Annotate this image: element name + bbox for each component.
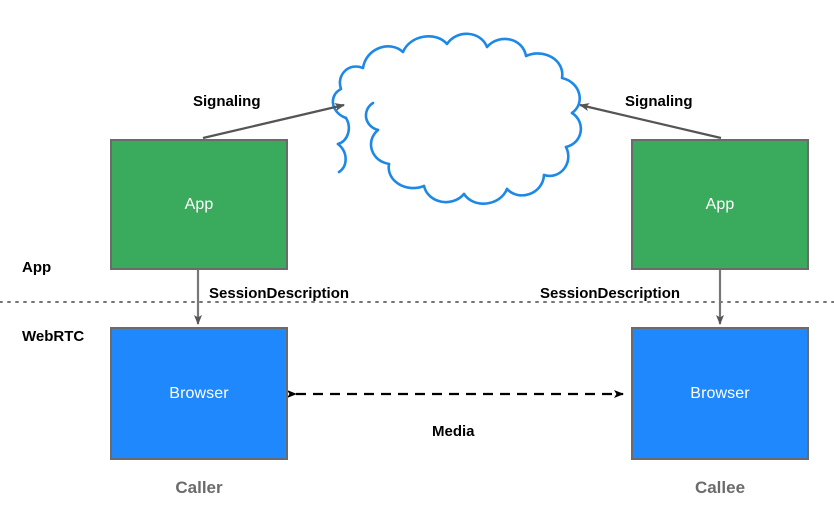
- signaling-cloud-icon: [331, 32, 583, 205]
- edge-label-sessiondescription-left: SessionDescription: [209, 285, 350, 302]
- caption-callee: Callee: [694, 478, 746, 497]
- edge-label-sessiondescription-right: SessionDescription: [540, 285, 681, 302]
- app-box-callee[interactable]: App: [631, 139, 809, 270]
- browser-box-caller[interactable]: Browser: [110, 327, 288, 460]
- browser-box-caller-label: Browser: [169, 384, 229, 402]
- browser-box-callee-label: Browser: [690, 384, 750, 402]
- signaling-arrow-right: [579, 103, 722, 140]
- caption-caller: Caller: [175, 478, 223, 497]
- app-box-callee-label: App: [705, 195, 735, 213]
- edge-label-signaling-left: Signaling: [193, 93, 261, 110]
- browser-box-callee[interactable]: Browser: [631, 327, 809, 460]
- layer-label-app: App: [22, 259, 52, 276]
- signaling-arrow-left: [202, 103, 345, 140]
- app-box-caller[interactable]: App: [110, 139, 288, 270]
- edge-label-media: Media: [432, 423, 475, 440]
- edge-label-signaling-right: Signaling: [625, 93, 693, 110]
- app-box-caller-label: App: [184, 195, 214, 213]
- layer-label-webrtc: WebRTC: [22, 328, 85, 345]
